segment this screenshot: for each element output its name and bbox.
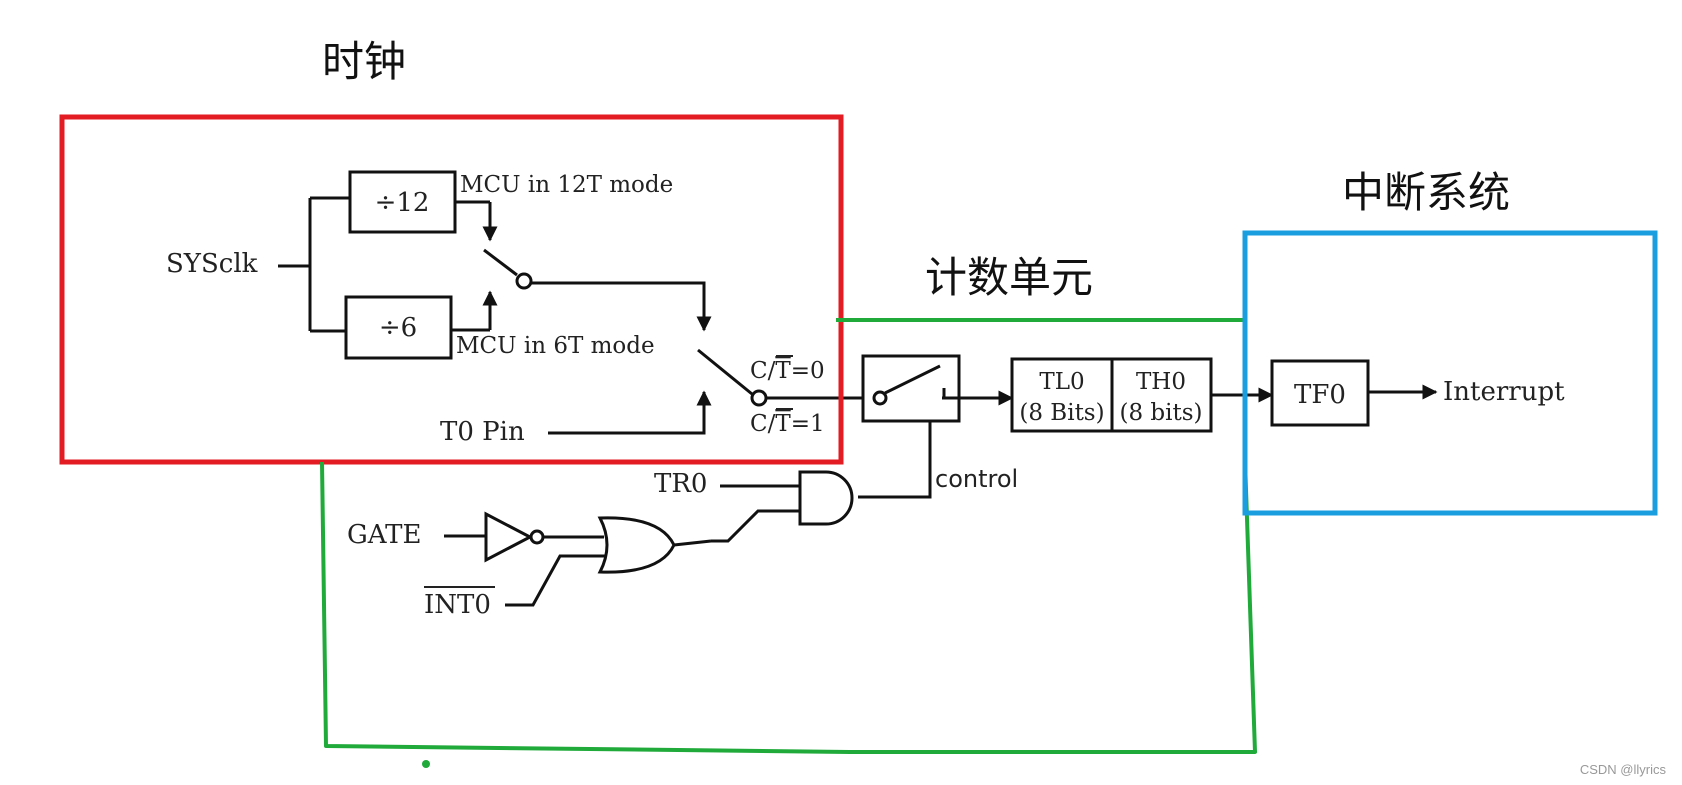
t0pin-label: T0 Pin [440,417,525,447]
div12-label: ÷12 [375,188,430,218]
interrupt-region-outline [1242,230,1658,516]
or-out-wire [673,539,712,547]
mode12-label: MCU in 12T mode [460,172,673,198]
run-switch-pivot [872,390,888,406]
tl0-label: TL0 [1039,369,1084,395]
mode-switch-lever [483,248,518,277]
div12-box [348,170,457,234]
mode-switch-pivot [515,272,533,290]
and-gate [798,470,854,526]
counter-heading: 计数单元 [925,253,1093,302]
watermark: CSDN @llyrics [1580,762,1667,777]
th0-label: TH0 [1136,369,1186,395]
not-gate-bubble [529,529,545,545]
div6-label: ÷6 [379,313,417,343]
sysclk-label: SYSclk [166,249,258,279]
ct1-label: C/T=1 [750,411,825,437]
th0-bits-label: (8 bits) [1119,400,1202,426]
sysclk-wire [278,196,350,333]
interrupt-label: Interrupt [1443,377,1565,407]
tr0-label: TR0 [654,469,707,499]
ct0-label: C/T=0 [750,358,825,384]
or-gate [597,516,676,574]
mode6-label: MCU in 6T mode [456,333,655,359]
tf0-label: TF0 [1294,380,1346,410]
ct-switch-lever [697,348,753,396]
clock-heading: 时钟 [322,37,406,86]
t0pin-wire [548,390,712,435]
int0-wire [505,554,607,607]
run-switch-lever [884,364,941,395]
int0-label: INT0 [424,590,491,620]
or-to-and-wire [711,509,800,543]
interrupt-heading: 中断系统 [1342,168,1510,217]
control-wire [858,421,932,499]
counter-region-dot [422,760,430,768]
control-label: control [935,465,1018,493]
not-gate [484,511,534,563]
clock-region-outline [59,114,844,465]
run-switch-contact [942,388,959,400]
gate-label: GATE [347,520,421,550]
div6-box [344,295,453,360]
ct-switch-pivot [750,389,768,407]
tl0-bits-label: (8 Bits) [1019,400,1104,426]
prescaler-out-wire [531,281,712,332]
